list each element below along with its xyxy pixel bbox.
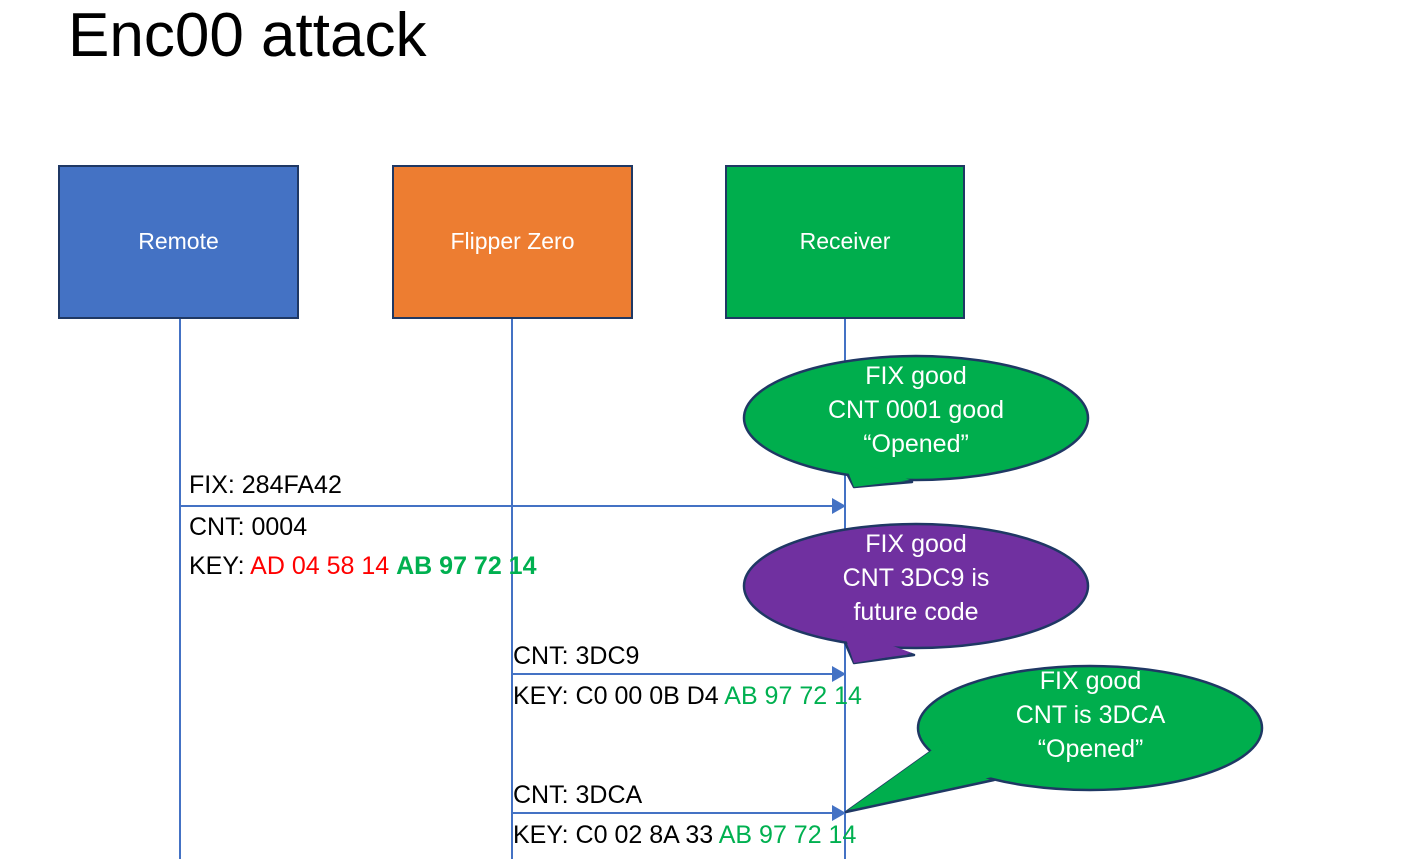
actor-label-remote: Remote: [138, 228, 219, 255]
actor-box-flipper[interactable]: Flipper Zero: [392, 165, 633, 319]
message-2-key: KEY: C0 00 0B D4 AB 97 72 14: [513, 682, 862, 711]
lifeline-remote: [179, 318, 181, 859]
message-arrowhead-1: [832, 498, 846, 514]
message-3-cnt: CNT: 3DCA: [513, 781, 643, 809]
message-3-key: KEY: C0 02 8A 33 AB 97 72 14: [513, 821, 856, 850]
page-title: Enc00 attack: [68, 1, 427, 70]
bubble-fix-good-3dca-shape[interactable]: [842, 655, 1267, 820]
actor-label-receiver: Receiver: [799, 228, 891, 255]
message-line-1: [180, 505, 840, 507]
actor-label-flipper: Flipper Zero: [450, 228, 575, 255]
message-2-key-first: C0 00 0B D4: [575, 682, 719, 710]
message-3-key-prefix: KEY:: [513, 821, 576, 849]
actor-box-receiver[interactable]: Receiver: [725, 165, 965, 319]
message-3-key-second: AB 97 72 14: [718, 821, 857, 849]
message-line-3: [512, 812, 840, 814]
message-2-key-prefix: KEY:: [513, 682, 576, 710]
message-1-key-prefix: KEY:: [189, 552, 251, 580]
message-3-key-first: C0 02 8A 33: [575, 821, 714, 849]
message-1-fix: FIX: 284FA42: [189, 471, 342, 499]
message-line-2: [512, 673, 840, 675]
message-1-cnt: CNT: 0004: [189, 513, 308, 541]
lifeline-flipper: [511, 318, 513, 859]
message-1-key-first: AD 04 58 14: [250, 552, 390, 580]
bubble-future-code-shape[interactable]: [742, 518, 1090, 678]
message-1-key: KEY: AD 04 58 14 AB 97 72 14: [189, 552, 537, 581]
bubble-fix-good-0001-shape[interactable]: [742, 352, 1090, 507]
message-2-cnt: CNT: 3DC9: [513, 642, 640, 670]
message-1-key-second: AB 97 72 14: [396, 552, 537, 580]
message-arrowhead-2: [832, 666, 846, 682]
message-2-key-second: AB 97 72 14: [724, 682, 862, 710]
message-arrowhead-3: [832, 805, 846, 821]
actor-box-remote[interactable]: Remote: [58, 165, 299, 319]
